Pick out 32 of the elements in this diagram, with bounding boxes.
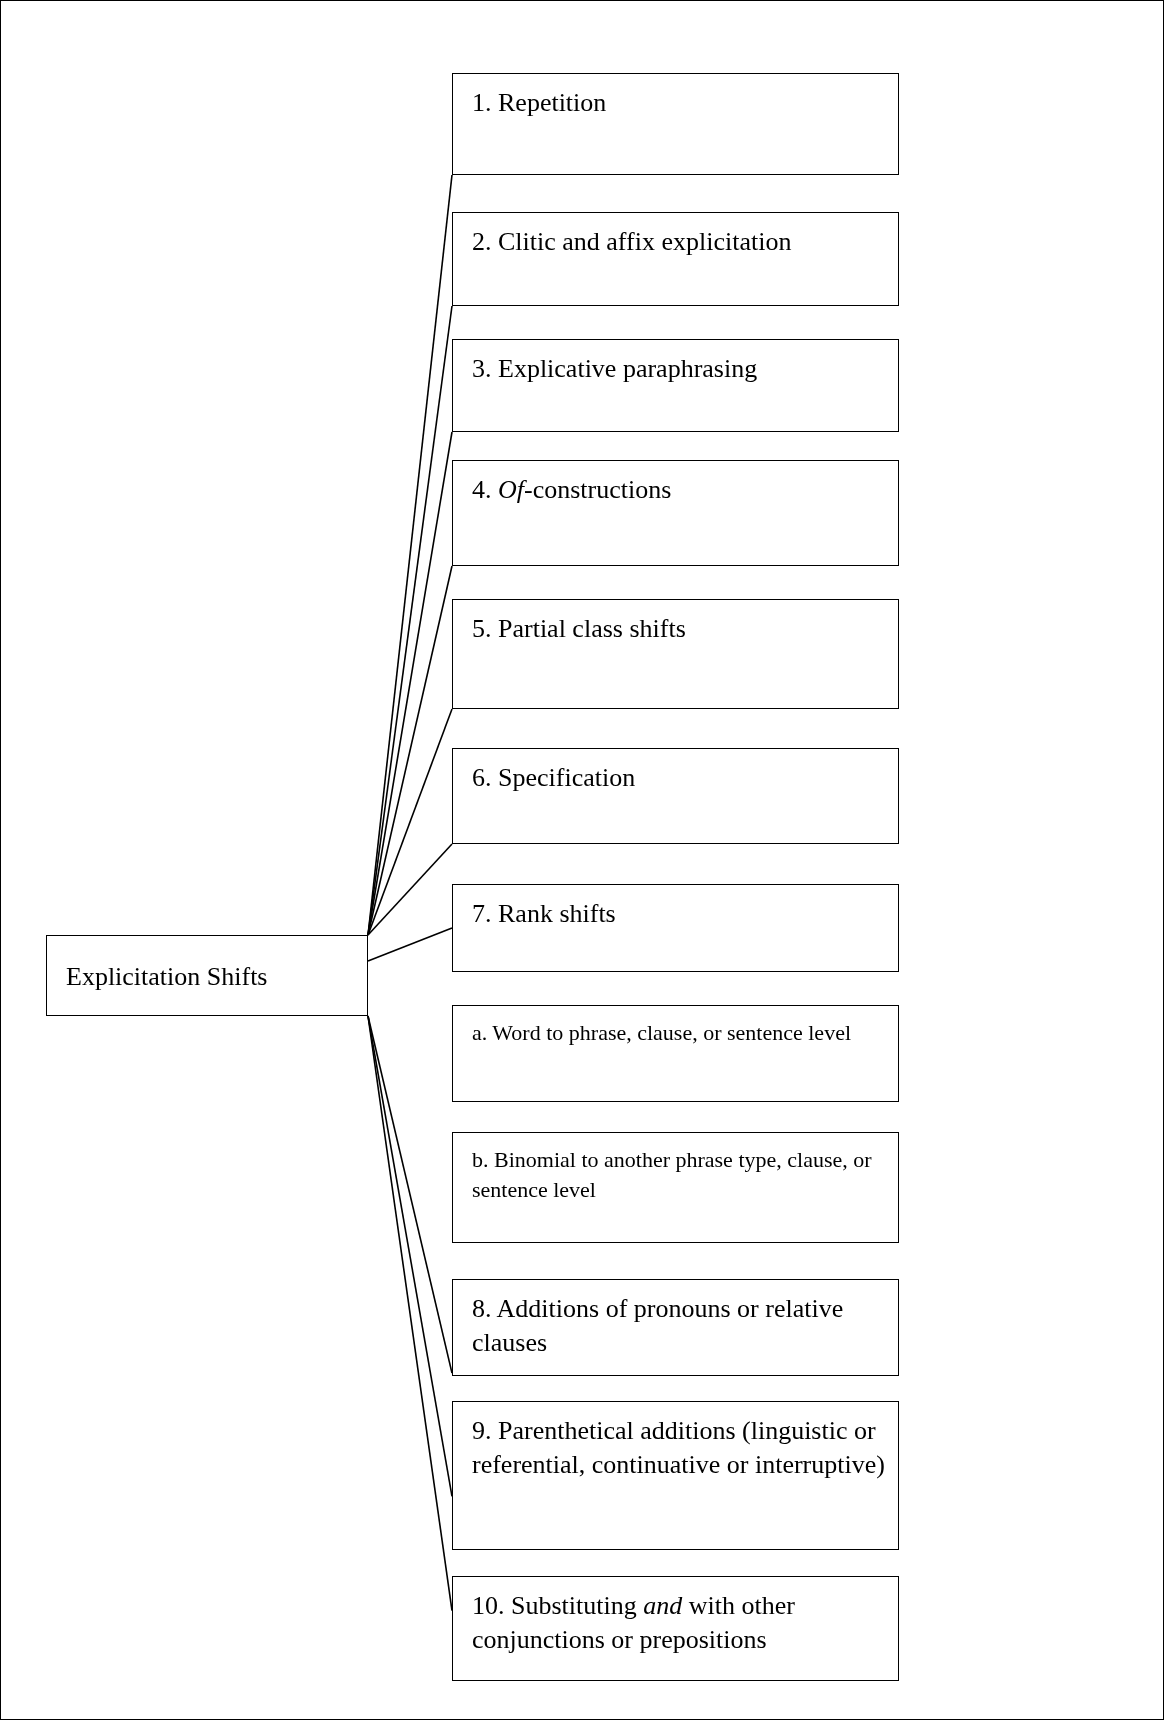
connector-line (367, 927, 453, 962)
category-box (452, 748, 899, 844)
category-box (452, 599, 899, 709)
category-box (452, 73, 899, 175)
category-label: 7. Rank shifts (472, 898, 617, 930)
category-box (452, 884, 899, 972)
category-label: 5. Partial class shifts (472, 613, 687, 645)
category-label: 4. Of-constructions (472, 474, 673, 506)
connector-line (367, 1015, 453, 1612)
connector-line (367, 708, 453, 936)
category-label: 9. Parenthetical additions (linguistic or referential, continuative or interruptive) (472, 1415, 886, 1481)
category-box (452, 1132, 899, 1243)
category-label: 3. Explicative paraphrasing (472, 353, 759, 385)
category-label: 2. Clitic and affix explicitation (472, 226, 793, 258)
category-box (452, 1576, 899, 1681)
root-box (46, 935, 368, 1016)
category-label: 10. Substituting and with other conjunctions or prepositions (472, 1590, 796, 1656)
category-box (452, 1401, 899, 1550)
category-label: 6. Specification (472, 762, 637, 794)
category-label: 8. Additions of pronouns or relative clauses (472, 1293, 845, 1359)
category-label: b. Binomial to another phrase type, clause, or sentence level (472, 1146, 873, 1204)
root-label: Explicitation Shifts (66, 961, 269, 993)
connector-line (367, 174, 453, 936)
category-label: a. Word to phrase, clause, or sentence level (472, 1019, 852, 1047)
connector-line (367, 431, 453, 936)
category-box (452, 1005, 899, 1102)
category-box (452, 460, 899, 566)
connector-line (367, 843, 453, 936)
category-box (452, 212, 899, 306)
category-box (452, 1279, 899, 1376)
category-label: 1. Repetition (472, 87, 608, 119)
category-box (452, 339, 899, 432)
